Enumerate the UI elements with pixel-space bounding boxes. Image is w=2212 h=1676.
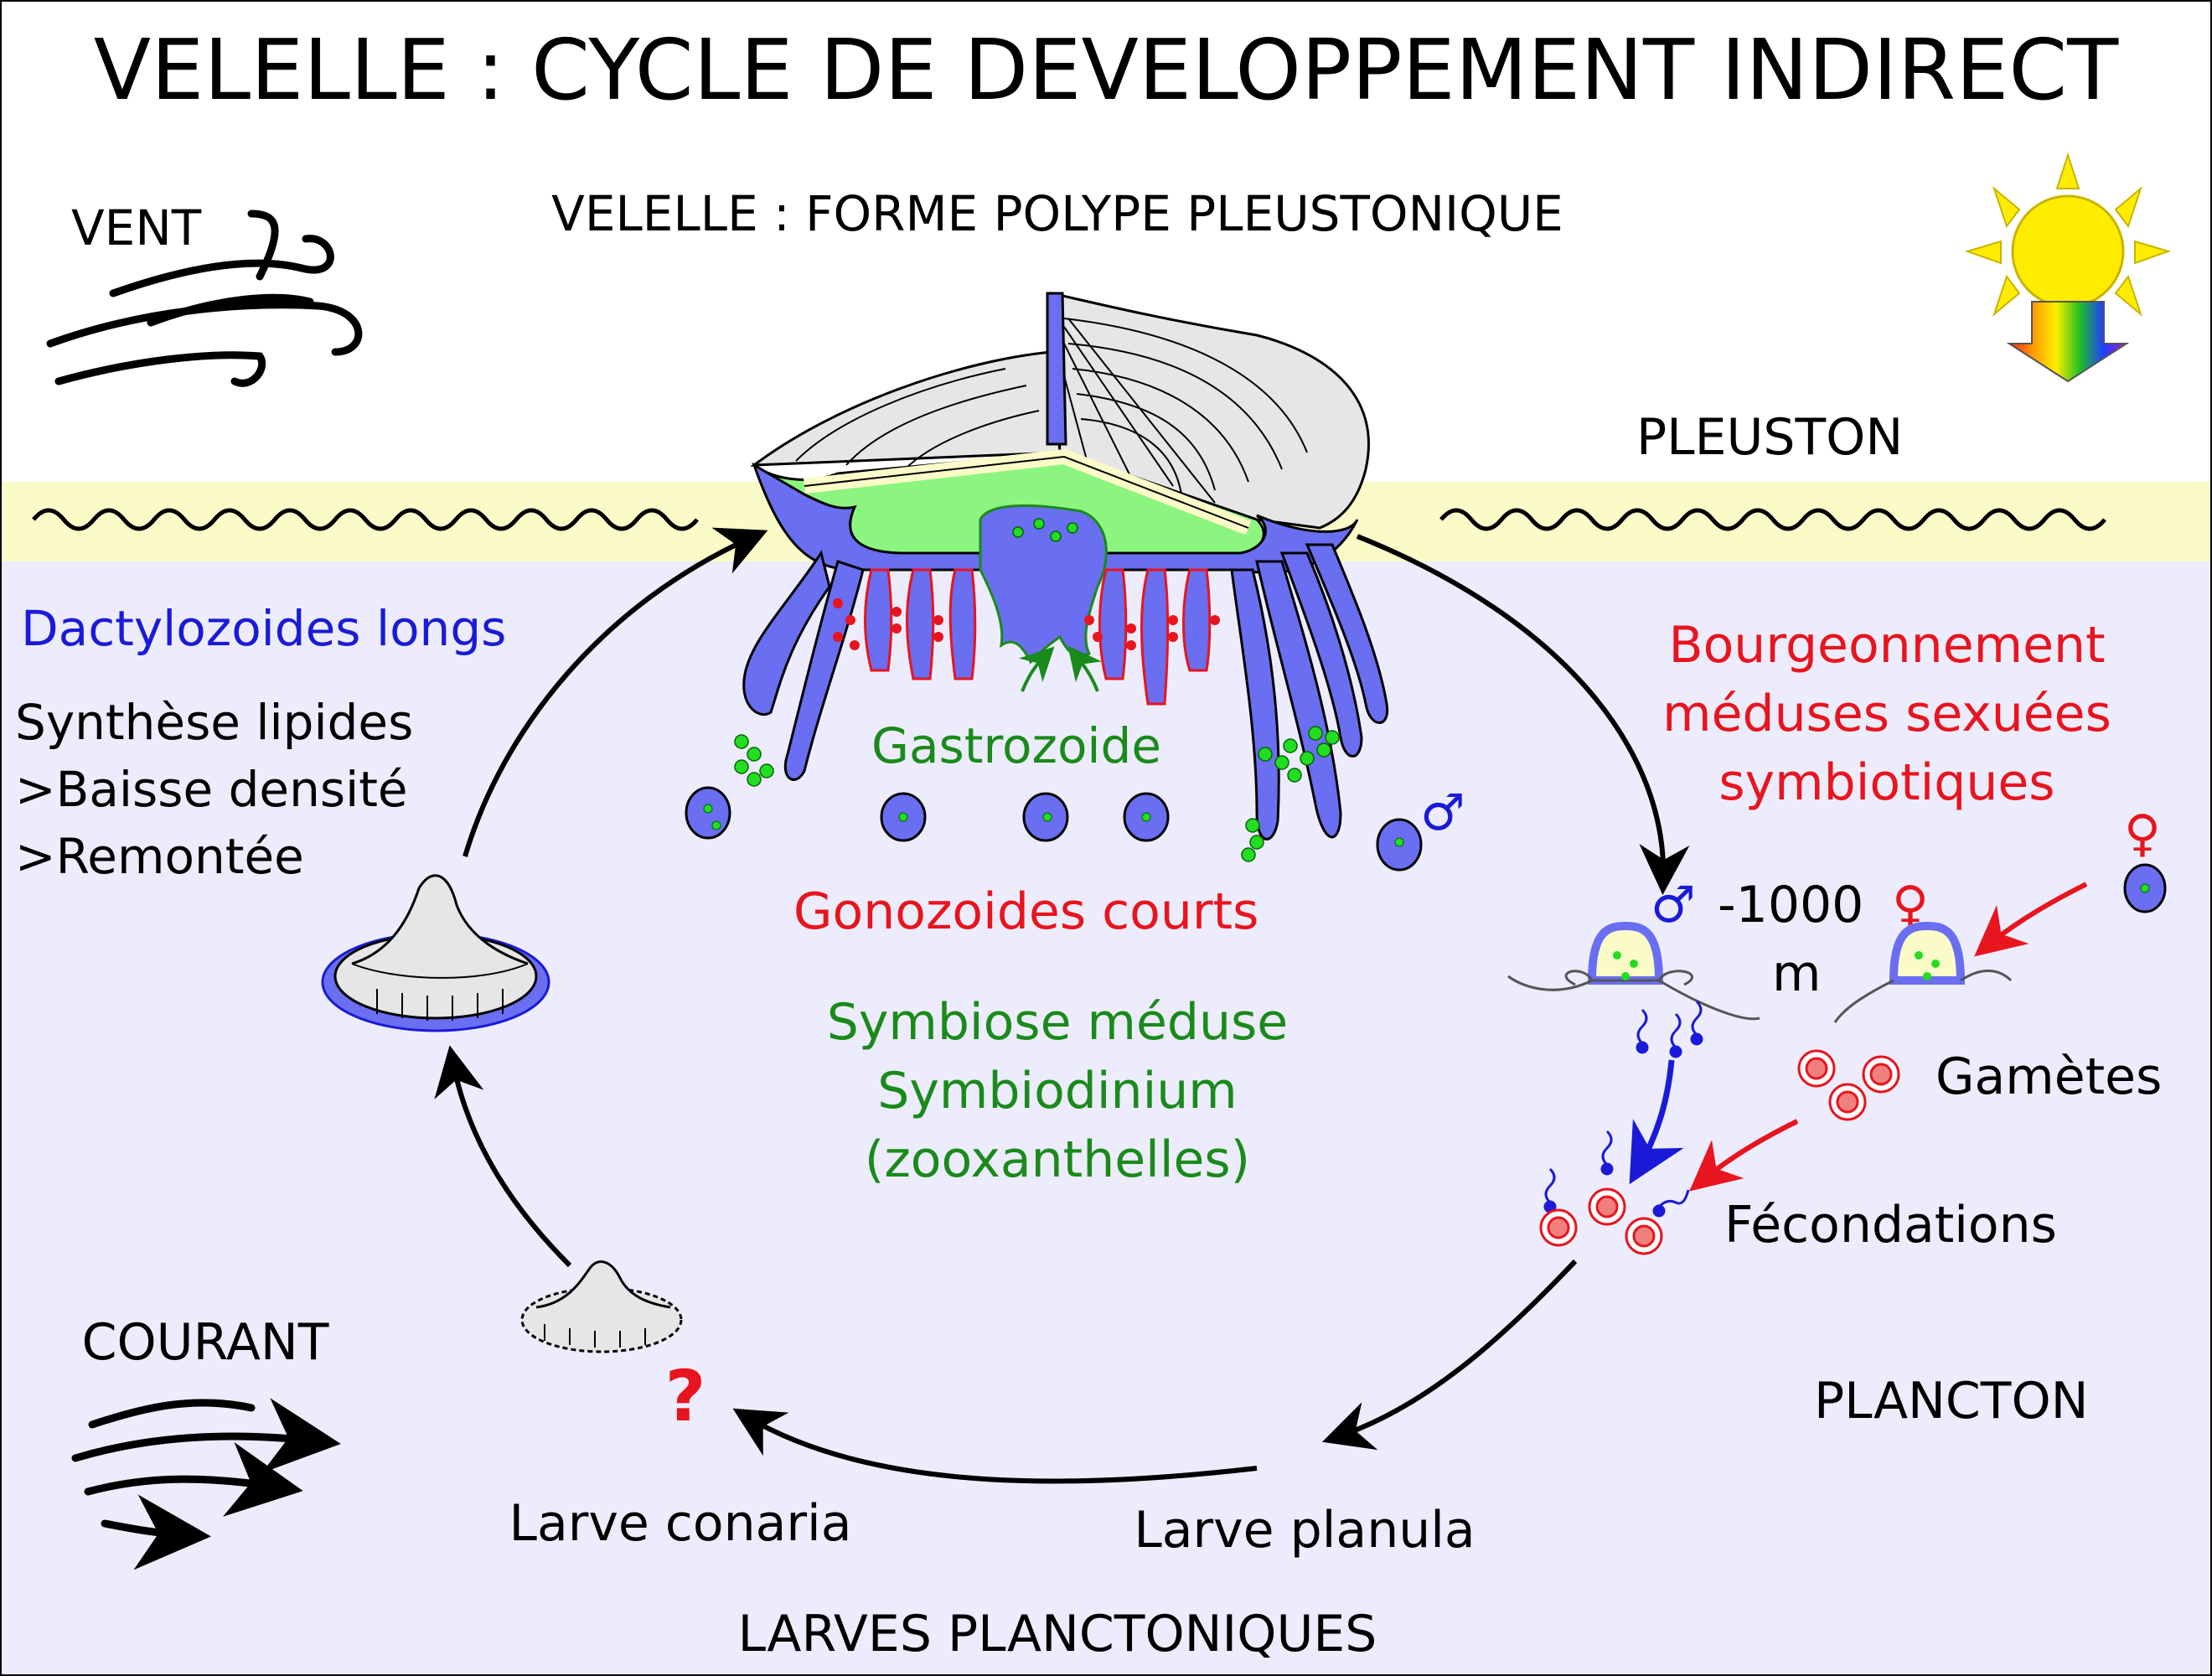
symbiose-line-1: Symbiose méduse (827, 993, 1288, 1052)
current-label: COURANT (82, 1313, 329, 1372)
dactylozoides-label: Dactylozoides longs (21, 600, 506, 657)
sperm-arrow (1629, 1059, 1684, 1185)
cycle-arrow-to-conaria (732, 1408, 1258, 1484)
depth-value: -1000 (1718, 876, 1863, 934)
male-symbol: ♂ (1651, 876, 1696, 934)
depth-unit: m (1772, 944, 1821, 1003)
planula-label: Larve planula (1134, 1501, 1475, 1560)
conaria-label: Larve conaria (509, 1494, 852, 1553)
female-medusa (1833, 921, 2013, 1023)
wind-label: VENT (71, 199, 202, 256)
subtitle: VELELLE : FORME POLYPE PLEUSTONIQUE (551, 185, 1563, 242)
gonozoides-label: Gonozoides courts (793, 882, 1258, 941)
conaria-larva (520, 1260, 683, 1353)
symbiose-line-3: (zooxanthelles) (865, 1130, 1250, 1189)
velella-polyp (734, 292, 1389, 862)
egg-cells (1539, 1049, 1900, 1255)
cycle-arrow-to-juvenile (434, 1045, 572, 1268)
larves-label: LARVES PLANCTONIQUES (738, 1605, 1377, 1663)
female-arrow (1974, 882, 2088, 957)
sun-icon (1964, 152, 2172, 383)
current-icon (71, 1398, 341, 1570)
float-top (750, 350, 1062, 467)
wave-right (1439, 508, 2106, 531)
female-symbol-top: ♀ (2124, 804, 2161, 863)
plancton-label: PLANCTON (1814, 1372, 2089, 1430)
wind-icon (46, 210, 363, 387)
unknown-mark: ? (665, 1355, 706, 1437)
bourgeonnement-line-1: Bourgeonnement (1668, 616, 2105, 675)
cycle-arrow-to-medusae (1356, 534, 1690, 895)
cycle-arrow-to-planula (1321, 1259, 1578, 1451)
male-medusa (1507, 921, 1760, 1021)
bourgeonnement-line-2: méduses sexuées (1662, 685, 2111, 743)
synthese-title: Synthèse lipides (15, 694, 413, 751)
juvenile-velella (321, 874, 550, 1032)
cycle-arrow-to-polyp (463, 527, 768, 857)
synthese-line-1: >Baisse densité (15, 761, 408, 818)
page-title: VELELLE : CYCLE DE DEVELOPPEMENT INDIREC… (94, 21, 2119, 119)
male-symbol-top: ♂ (1420, 784, 1465, 842)
gametes-label: Gamètes (1936, 1048, 2162, 1106)
fecondations-label: Fécondations (1724, 1196, 2057, 1254)
pleuston-label: PLEUSTON (1636, 408, 1903, 467)
gastrozoide-label: Gastrozoide (871, 717, 1161, 774)
synthese-line-2: >Remontée (15, 828, 304, 885)
sail (1050, 292, 1370, 530)
egg-arrow (1689, 1119, 1799, 1192)
wave-left (32, 508, 699, 531)
symbiose-line-2: Symbiodinium (877, 1062, 1237, 1120)
bourgeonnement-line-3: symbiotiques (1718, 753, 2054, 812)
sperm-cells (1543, 1000, 1703, 1218)
